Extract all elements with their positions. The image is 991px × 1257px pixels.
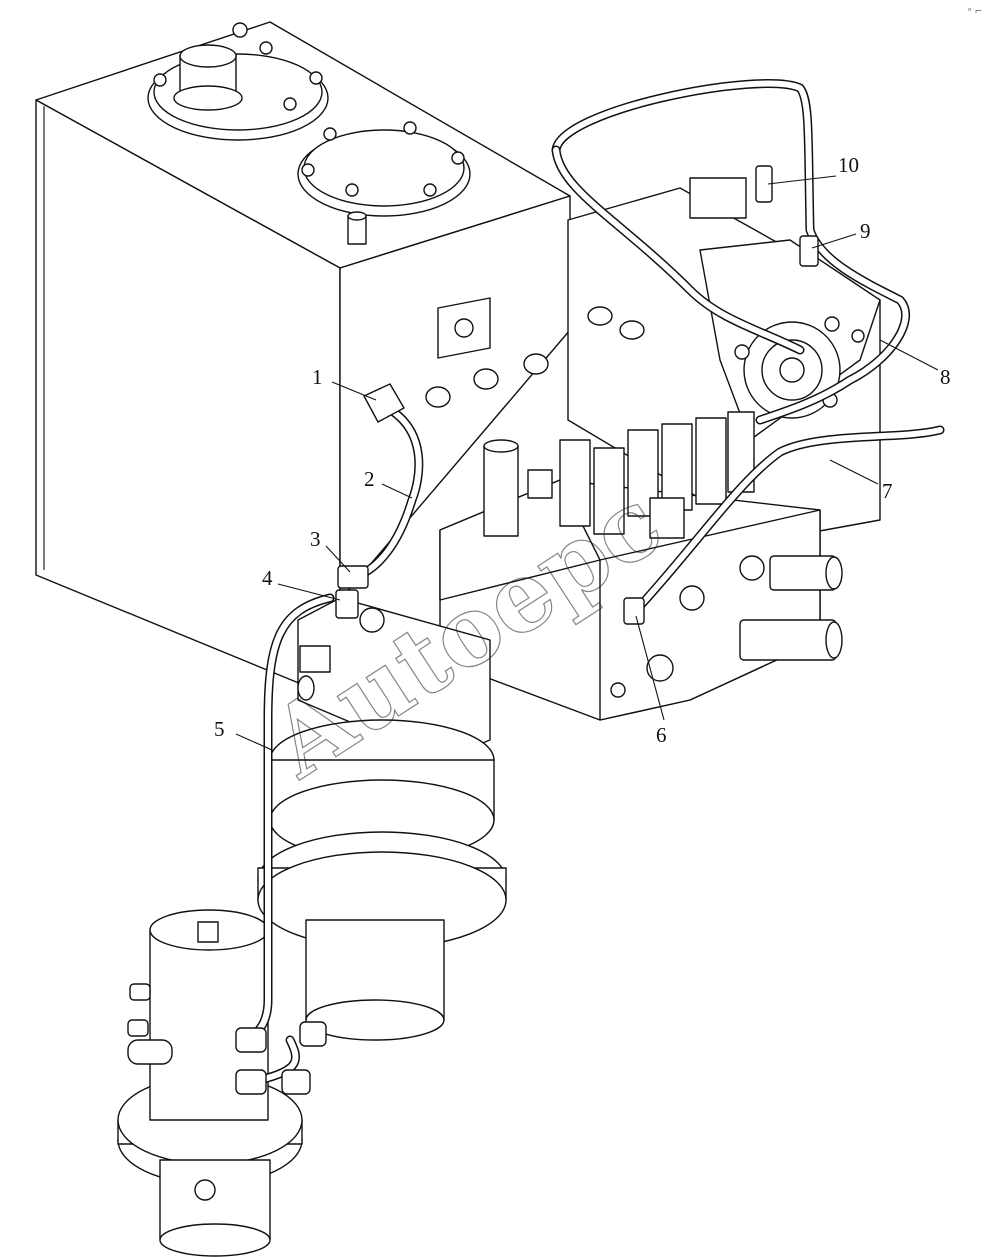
leader-4 (277, 583, 341, 601)
leader-7 (829, 459, 879, 485)
leader-1 (331, 381, 377, 401)
callout-8: 8 (940, 365, 951, 389)
rotary-joint (117, 909, 303, 1257)
control-valve (439, 411, 821, 721)
leader-8 (879, 339, 939, 371)
corner-glyph: ᵒ ⌐ (968, 7, 982, 17)
leader-2 (381, 483, 413, 499)
filler-cap (147, 22, 329, 141)
motor-block (297, 597, 491, 761)
fitting-4 (335, 589, 359, 619)
callout-2: 2 (364, 467, 375, 491)
pipe-7 (635, 425, 945, 611)
leader-6 (635, 615, 665, 721)
leader-3 (325, 545, 351, 573)
leader-10 (767, 175, 837, 185)
leader-9 (811, 233, 857, 249)
hose-2 (347, 383, 424, 583)
callout-4: 4 (262, 566, 273, 590)
gear-reducer (257, 719, 507, 1041)
callout-6: 6 (656, 723, 667, 747)
tank-ports (425, 297, 549, 408)
leader-lines (235, 175, 939, 751)
callout-7: 7 (882, 479, 893, 503)
callout-9: 9 (860, 219, 871, 243)
inspection-cover (297, 121, 471, 245)
callout-labels: 1 2 3 4 5 6 7 8 9 10 (214, 153, 951, 747)
elbow-fittings (127, 983, 327, 1095)
callout-10: 10 (838, 153, 859, 177)
callout-1: 1 (312, 365, 323, 389)
valve-outlet-ports (610, 555, 843, 698)
fitting-3 (337, 565, 369, 589)
callout-5: 5 (214, 717, 225, 741)
fitting-9 (799, 235, 819, 267)
callout-3: 3 (310, 527, 321, 551)
leader-5 (235, 733, 273, 751)
fitting-6 (623, 597, 645, 625)
